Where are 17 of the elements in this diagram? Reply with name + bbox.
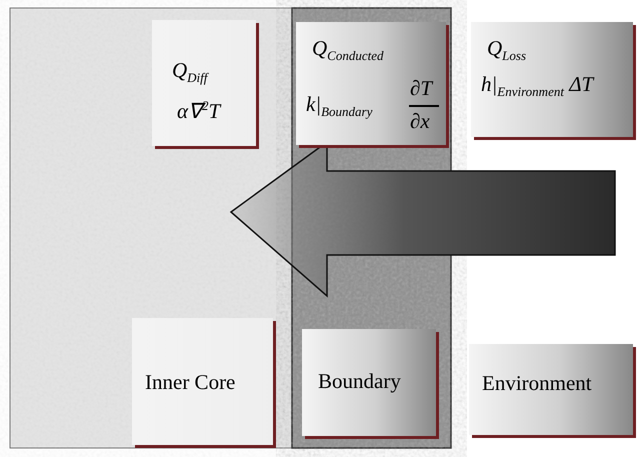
region-name: Boundary bbox=[318, 369, 401, 394]
loss-term-card bbox=[471, 22, 633, 137]
region-name: Environment bbox=[482, 371, 592, 396]
region-name: Inner Core bbox=[145, 370, 236, 395]
fraction-denominator: ∂x bbox=[410, 109, 430, 134]
conduction-term-card bbox=[296, 22, 446, 145]
region-label-card bbox=[469, 344, 633, 435]
fraction-numerator: ∂T bbox=[410, 76, 432, 101]
formula: k|$_{Boundary}$ bbox=[306, 92, 372, 120]
formula: h|$_{Environment}$ ΔT bbox=[481, 72, 594, 100]
region-label-card bbox=[132, 318, 273, 445]
term-label: Q$_{Conducted}$ bbox=[312, 36, 384, 64]
term-label: Q$_{Loss}$ bbox=[487, 36, 526, 64]
formula: α∇$^{2}$T bbox=[177, 98, 220, 124]
term-label: Q$_{Diff}$ bbox=[172, 58, 208, 86]
region-label-card bbox=[302, 329, 436, 436]
diffusion-term-card bbox=[152, 20, 256, 146]
